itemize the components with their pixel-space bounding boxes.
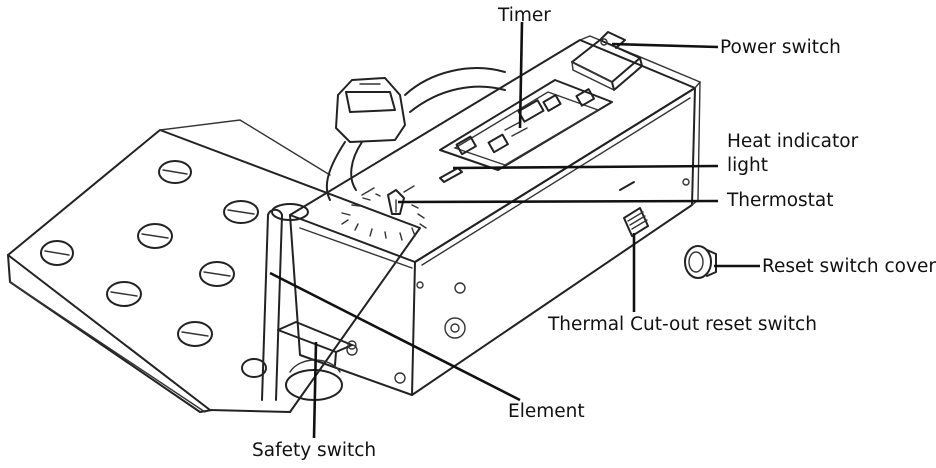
heat-plate — [7, 119, 421, 413]
label-safety-switch: Safety switch — [252, 440, 377, 461]
leader-safety — [312, 341, 318, 439]
thermal-cutout-switch[interactable] — [619, 181, 649, 237]
handle — [325, 67, 506, 201]
heating-element — [261, 208, 283, 401]
timer-display — [439, 79, 613, 171]
thermostat-dial[interactable] — [341, 185, 427, 241]
label-thermal-cutout: Thermal Cut-out reset switch — [548, 314, 817, 335]
label-thermostat: Thermostat — [727, 190, 834, 211]
plate-holes — [40, 160, 309, 378]
leader-heat — [452, 164, 719, 170]
leader-lines — [269, 21, 760, 439]
leader-thermostat — [397, 199, 719, 204]
leader-power — [611, 42, 719, 49]
label-heat-indicator-line2: light — [727, 155, 769, 176]
label-reset-switch-cover: Reset switch cover — [762, 256, 936, 277]
leader-timer — [518, 21, 524, 129]
label-element: Element — [508, 401, 585, 422]
reset-switch-cover — [684, 245, 717, 279]
label-heat-indicator-line1: Heat indicator — [727, 131, 859, 152]
heat-indicator-light — [439, 167, 463, 183]
label-timer: Timer — [498, 5, 551, 26]
leader-element — [269, 271, 521, 402]
label-power-switch: Power switch — [720, 37, 841, 58]
